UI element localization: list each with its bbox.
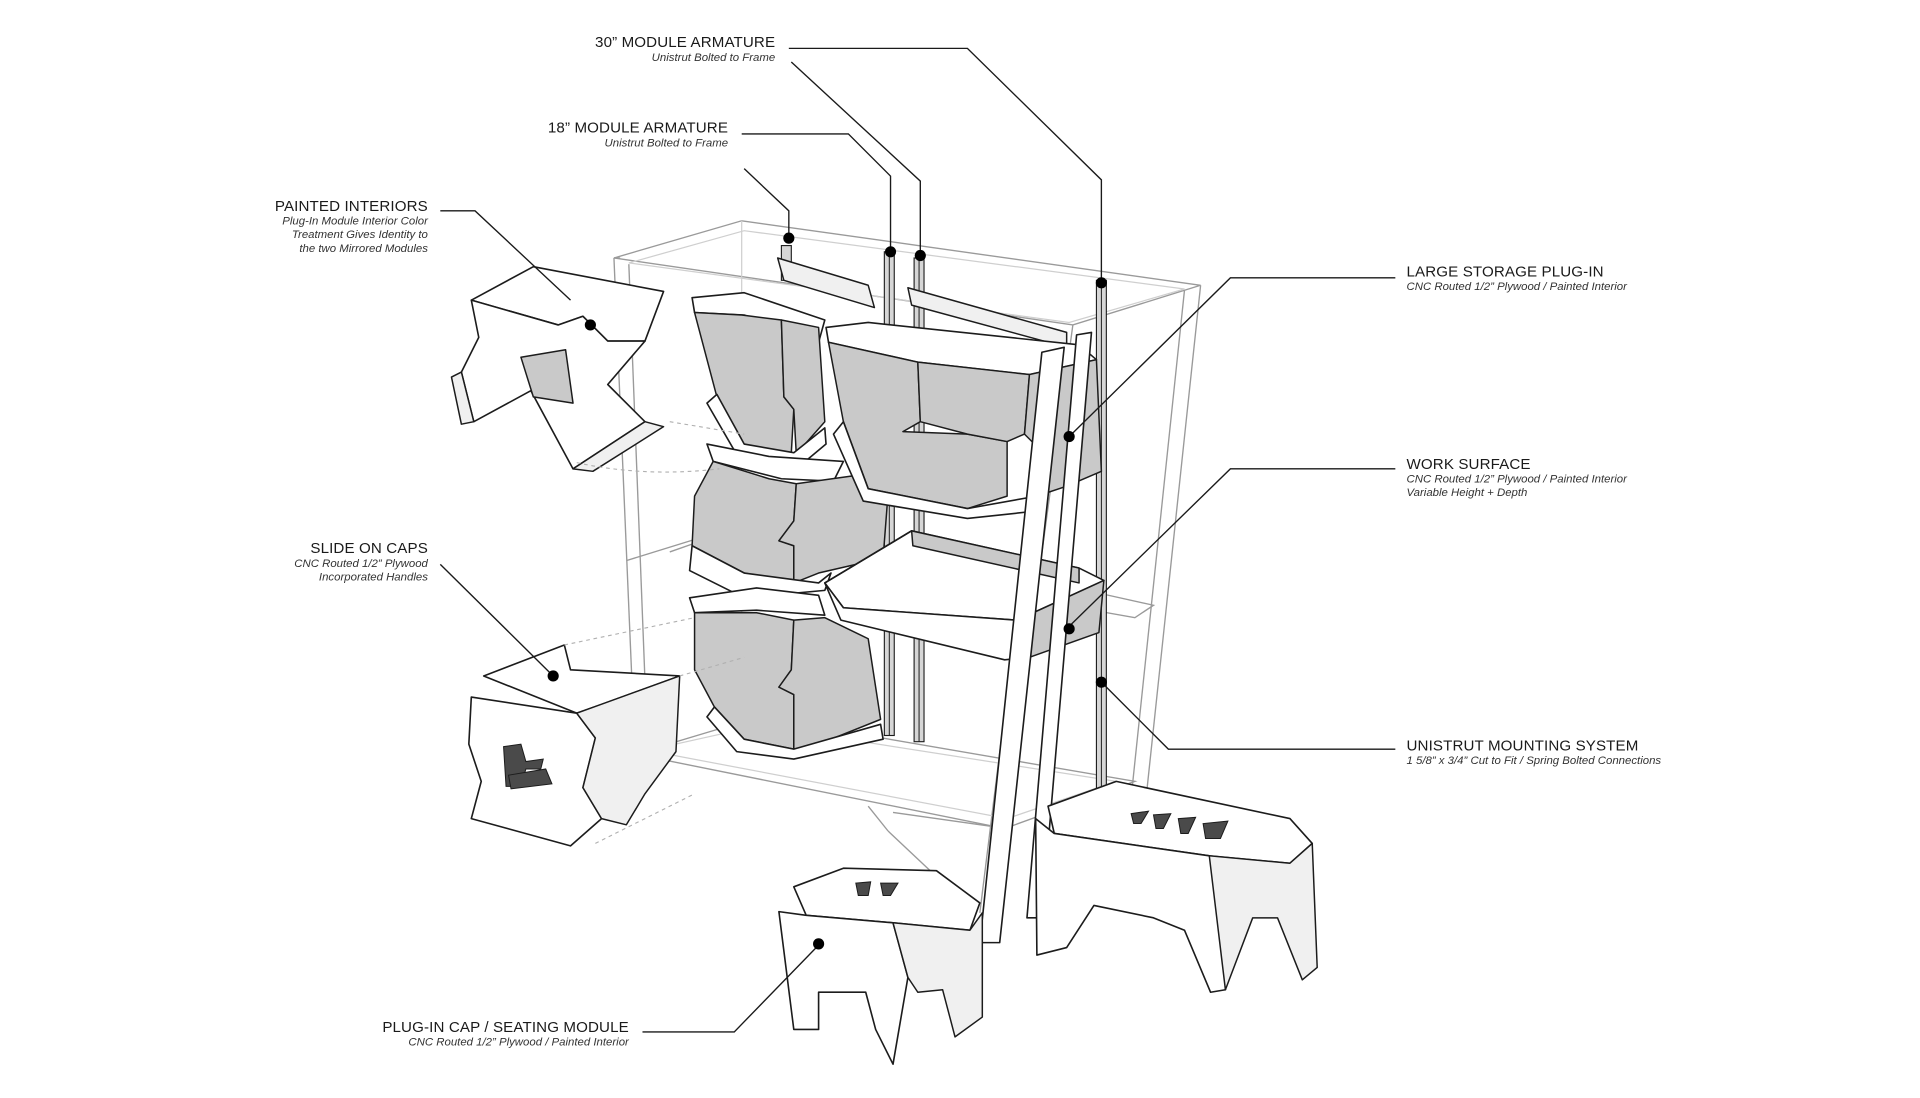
callout-title: PLUG-IN CAP / SEATING MODULE bbox=[382, 1018, 629, 1036]
callout-title: WORK SURFACE bbox=[1406, 455, 1531, 473]
callout-unistrut-mounting: UNISTRUT MOUNTING SYSTEM 1 5/8” x 3/4” C… bbox=[1407, 737, 1662, 768]
callout-sub: the two Mirrored Modules bbox=[299, 241, 428, 255]
callout-sub: Unistrut Bolted to Frame bbox=[651, 51, 776, 64]
callout-sub: CNC Routed 1/2” Plywood bbox=[294, 557, 428, 570]
callout-title: PAINTED INTERIORS bbox=[274, 197, 428, 215]
projection-lines bbox=[564, 421, 745, 844]
callout-sub: CNC Routed 1/2” Plywood / Painted Interi… bbox=[1406, 473, 1627, 486]
callout-30-module-armature: 30” MODULE ARMATURE Unistrut Bolted to F… bbox=[595, 33, 775, 64]
callout-title: 30” MODULE ARMATURE bbox=[595, 33, 776, 51]
callout-large-storage: LARGE STORAGE PLUG-IN CNC Routed 1/2” Pl… bbox=[1407, 263, 1627, 294]
callout-sub: Incorporated Handles bbox=[318, 570, 428, 584]
callout-title: UNISTRUT MOUNTING SYSTEM bbox=[1406, 736, 1639, 755]
callout-sub: Treatment Gives Identity to bbox=[291, 228, 428, 241]
left-module-stack bbox=[688, 291, 889, 760]
leaning-leg bbox=[979, 331, 1093, 944]
callout-sub: 1 5/8” x 3/4” Cut to Fit / Spring Bolted… bbox=[1406, 754, 1662, 767]
callout-sub: Unistrut Bolted to Frame bbox=[604, 136, 729, 150]
callout-sub: Plug-In Module Interior Color bbox=[282, 215, 428, 228]
callout-sub: CNC Routed 1/2” Plywood / Painted Interi… bbox=[408, 1036, 629, 1049]
callout-title: LARGE STORAGE PLUG-IN bbox=[1406, 262, 1604, 281]
callout-sub: CNC Routed 1/2” Plywood / Painted Interi… bbox=[1406, 280, 1627, 294]
callout-title: 18” MODULE ARMATURE bbox=[547, 119, 729, 137]
seating-module-small bbox=[778, 867, 984, 1065]
callout-sub: Variable Height + Depth bbox=[1406, 486, 1528, 499]
callout-work-surface: WORK SURFACE CNC Routed 1/2” Plywood / P… bbox=[1407, 455, 1627, 500]
painted-interior-cap bbox=[450, 265, 665, 473]
slide-on-cap bbox=[468, 644, 681, 847]
callout-painted-interiors: PAINTED INTERIORS Plug-In Module Interio… bbox=[275, 197, 428, 255]
callout-18-module-armature: 18” MODULE ARMATURE Unistrut Bolted to F… bbox=[548, 119, 728, 150]
callout-slide-on-caps: SLIDE ON CAPS CNC Routed 1/2” Plywood In… bbox=[294, 540, 428, 585]
callout-title: SLIDE ON CAPS bbox=[310, 539, 428, 557]
leader-lines bbox=[439, 47, 1396, 1033]
leader-dots bbox=[547, 232, 1107, 950]
seating-module-large bbox=[1034, 780, 1318, 994]
callout-seating-module: PLUG-IN CAP / SEATING MODULE CNC Routed … bbox=[382, 1018, 629, 1049]
